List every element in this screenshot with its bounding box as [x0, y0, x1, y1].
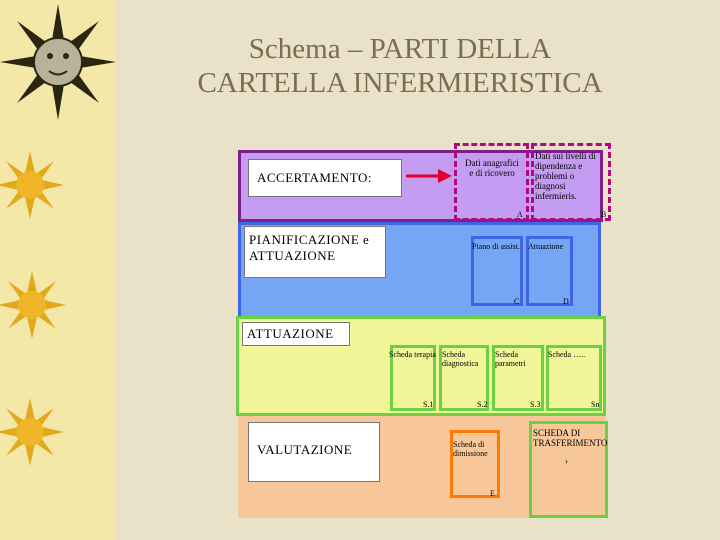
box-s1-text: Scheda terapia	[389, 350, 436, 359]
box-c-text: Piano di assist.	[472, 242, 520, 251]
box-s1-letter: S.1	[423, 400, 434, 409]
red-arrow-icon	[406, 169, 452, 183]
box-c-piano-assistenza	[471, 236, 523, 306]
box-a-letter: A	[517, 210, 523, 219]
sun-icon	[0, 271, 66, 339]
slide-title: Schema – PARTI DELLA CARTELLA INFERMIERI…	[197, 33, 603, 99]
box-s2-scheda-diagnostica	[439, 345, 489, 411]
sun-icon	[0, 398, 64, 466]
box-d-letter: D	[563, 297, 569, 306]
box-s1-scheda-terapia	[390, 345, 436, 411]
box-b-dati-livelli	[531, 143, 611, 221]
box-d-attuazione	[526, 236, 573, 306]
sun-face-icon	[0, 4, 116, 120]
box-sn-letter: Sn	[591, 400, 600, 409]
box-sn-scheda	[546, 345, 602, 411]
box-s3-scheda-parametri	[492, 345, 544, 411]
sun-icon	[0, 151, 64, 219]
pianificazione-label: PIANIFICAZIONE e ATTUAZIONE	[244, 226, 386, 278]
box-scheda-trasferimento	[529, 421, 608, 518]
attuazione-label: ATTUAZIONE	[242, 322, 350, 346]
box-a-dati-anagrafici	[454, 143, 529, 221]
box-e-scheda-dimissione	[450, 430, 500, 498]
box-sn-text: Scheda …..	[548, 350, 586, 359]
box-s2-letter: S.2	[477, 400, 488, 409]
box-e-letter: E	[490, 489, 495, 498]
box-s3-letter: S.3	[530, 400, 541, 409]
box-b-letter: B	[601, 210, 607, 219]
box-trasferimento-mark: ›	[565, 456, 568, 466]
valutazione-label: VALUTAZIONE	[248, 422, 380, 482]
box-c-letter: C	[514, 297, 520, 306]
box-d-text: Attuazione	[528, 242, 564, 251]
sun-decorations	[0, 4, 116, 466]
accertamento-label: ACCERTAMENTO:	[248, 159, 402, 197]
